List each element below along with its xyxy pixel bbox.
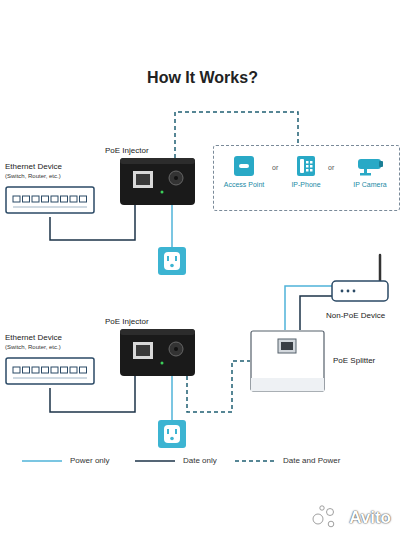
connector <box>187 361 250 412</box>
device-label: Ethernet Device <box>5 162 95 172</box>
legend-text: Date and Power <box>283 456 340 466</box>
splitter-box <box>250 330 325 392</box>
device-sublabel: (Switch, Router, etc.) <box>5 343 95 351</box>
legend-item: Date and Power <box>235 456 340 466</box>
device-label: PoE Splitter <box>333 356 375 366</box>
watermark-icon <box>313 506 334 527</box>
injector-box <box>120 329 195 376</box>
legend-sample <box>22 458 62 464</box>
ethernet-device: Ethernet Device(Switch, Router, etc.) <box>5 162 95 217</box>
device-group: ororAccess PointIP-PhoneIP Camera <box>213 145 400 211</box>
device-sublabel: (Switch, Router, etc.) <box>5 172 95 180</box>
non-poe-device: Non-PoE Device <box>326 253 392 321</box>
legend-sample <box>235 458 275 464</box>
device-icon: IP Camera <box>342 155 398 190</box>
legend-item: Date only <box>135 456 217 466</box>
power-outlet <box>158 247 186 275</box>
ethernet-device: Ethernet Device(Switch, Router, etc.) <box>5 333 95 388</box>
device-caption: IP Camera <box>342 180 398 190</box>
power-line <box>171 205 173 420</box>
device-symbol <box>286 155 326 177</box>
poe-splitter: PoE Splitter <box>250 330 375 392</box>
switch-icon <box>5 183 95 217</box>
or-label: or <box>272 163 278 172</box>
legend-text: Date only <box>183 456 217 466</box>
legend-item: Power only <box>22 456 110 466</box>
or-label: or <box>328 163 334 172</box>
device-caption: Access Point <box>216 180 272 190</box>
switch-icon <box>5 354 95 388</box>
router-icon <box>330 253 392 305</box>
power-outlet <box>158 420 186 448</box>
device-icon: Access Point <box>216 155 272 190</box>
device-label: Ethernet Device <box>5 333 95 343</box>
connector <box>285 286 332 330</box>
device-caption: IP-Phone <box>286 180 326 190</box>
device-label: PoE Injector <box>105 145 195 156</box>
device-label: Non-PoE Device <box>326 311 392 321</box>
device-label: PoE Injector <box>105 316 195 327</box>
injector-box <box>120 158 195 205</box>
device-symbol <box>342 155 398 177</box>
watermark: Avito <box>349 508 391 528</box>
legend-text: Power only <box>70 456 110 466</box>
device-symbol <box>216 155 272 177</box>
title: How It Works? <box>0 68 405 88</box>
poe-injector: PoE Injector <box>105 145 195 205</box>
legend-sample <box>135 458 175 464</box>
device-icon: IP-Phone <box>286 155 326 190</box>
poe-injector: PoE Injector <box>105 316 195 376</box>
